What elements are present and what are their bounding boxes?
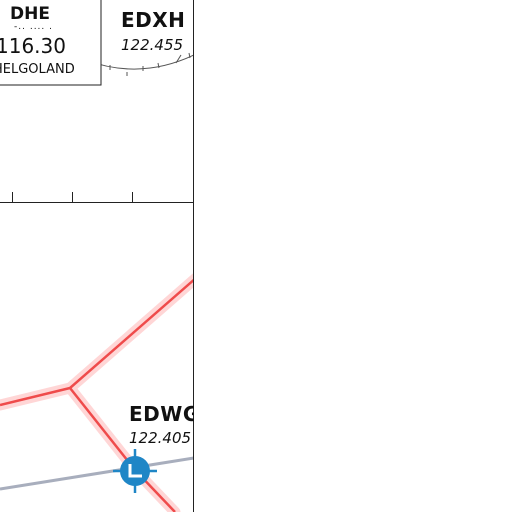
vor-morse-code: -.. .... . xyxy=(14,22,53,32)
gray-route-line xyxy=(0,456,194,491)
airfield-frequency-edwg: 122.405 xyxy=(129,429,192,447)
vor-name: HELGOLAND xyxy=(0,62,75,77)
vor-ident: DHE xyxy=(10,4,50,24)
map-graphics xyxy=(0,0,194,512)
map-view[interactable]: DHE -.. .... . 116.30 HELGOLAND EDXH 122… xyxy=(0,0,194,512)
airport-icon xyxy=(113,449,157,493)
vor-frequency: 116.30 xyxy=(0,34,66,58)
blank-area xyxy=(195,0,512,512)
airfield-ident-edxh[interactable]: EDXH xyxy=(121,8,186,32)
airway-halo xyxy=(0,272,194,512)
airfield-frequency-edxh: 122.455 xyxy=(121,36,184,54)
vor-info-box xyxy=(0,0,102,86)
map-frame xyxy=(0,0,194,512)
airfield-ident-edwg[interactable]: EDWG xyxy=(129,402,194,426)
